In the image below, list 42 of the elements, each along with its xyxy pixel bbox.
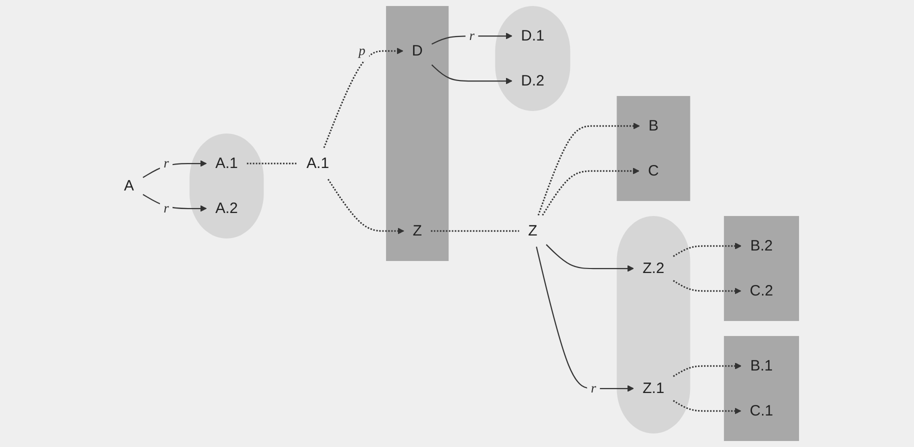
- arrow: [546, 244, 634, 272]
- arrow: [672, 362, 742, 377]
- node-text: C.2: [750, 282, 774, 300]
- node-text: D: [412, 42, 423, 60]
- arrow: [536, 246, 634, 392]
- connector: [430, 230, 520, 232]
- connector: [246, 162, 298, 164]
- arrow: [538, 122, 640, 216]
- node-text: C.1: [750, 402, 774, 420]
- edge-label: r: [469, 28, 475, 44]
- node-text: Z.1: [642, 380, 664, 397]
- node-text: Z.2: [642, 260, 664, 277]
- edge-label: r: [590, 380, 596, 396]
- cluster: [724, 216, 800, 321]
- node-text: A.2: [215, 200, 238, 217]
- node-text: C: [648, 162, 659, 180]
- node-text: A: [124, 178, 134, 194]
- arrow: [432, 32, 512, 45]
- arrow: [327, 178, 404, 234]
- arrow: [431, 64, 512, 84]
- node-text: A.1: [215, 155, 238, 172]
- arrow: [142, 160, 207, 178]
- node-text: D.2: [521, 72, 544, 90]
- node-text: Z: [412, 222, 422, 240]
- arrow: [672, 280, 742, 294]
- arrow: [672, 400, 742, 414]
- node-text: B.2: [750, 238, 773, 254]
- node-text: B: [648, 118, 658, 134]
- node-text: A.1: [306, 155, 330, 172]
- edge-label: r: [164, 200, 169, 216]
- cluster: [724, 336, 800, 441]
- node-text: Z: [528, 222, 538, 240]
- arrow: [142, 194, 207, 212]
- edge-label: p: [358, 43, 366, 58]
- node-text: D.1: [521, 28, 544, 44]
- arrow: [542, 168, 640, 216]
- arrow: [323, 48, 404, 148]
- arrow: [672, 242, 742, 257]
- edge-label: r: [164, 156, 169, 171]
- cluster: [386, 6, 449, 261]
- node-text: B.1: [750, 358, 773, 374]
- cluster: [616, 96, 690, 201]
